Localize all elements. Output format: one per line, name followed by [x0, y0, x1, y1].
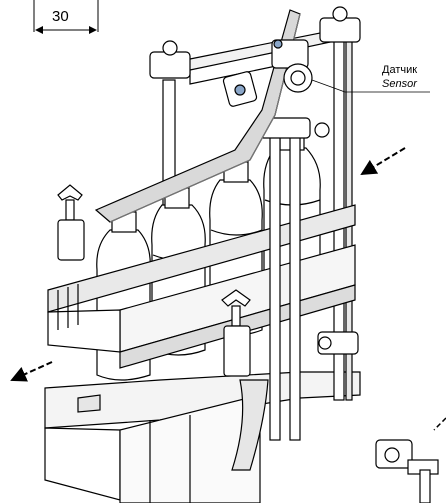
detail-direction-arrow: [433, 417, 446, 431]
sensor-label-ru: Датчик: [382, 64, 418, 76]
sensor-label-en: Sensor: [382, 78, 417, 90]
outfeed-deflector: [231, 379, 269, 471]
top-frame: [149, 6, 361, 85]
sensor-arm: [94, 9, 301, 223]
machine-base: [44, 371, 361, 503]
sensor-leader-line: [311, 79, 346, 93]
discharge-direction-arrow: [10, 361, 53, 382]
knob-clamp-left: [57, 184, 85, 261]
sensor-head: [271, 39, 313, 93]
column-clamp: [317, 331, 359, 355]
front-column-right: [259, 117, 330, 441]
dimension-value: 30: [52, 8, 69, 25]
front-column-left: [269, 119, 281, 441]
detail-view: [375, 439, 439, 503]
dimension-marker: [33, 0, 99, 34]
feed-direction-arrow: [360, 147, 406, 176]
knob-clamp-center: [221, 289, 251, 377]
